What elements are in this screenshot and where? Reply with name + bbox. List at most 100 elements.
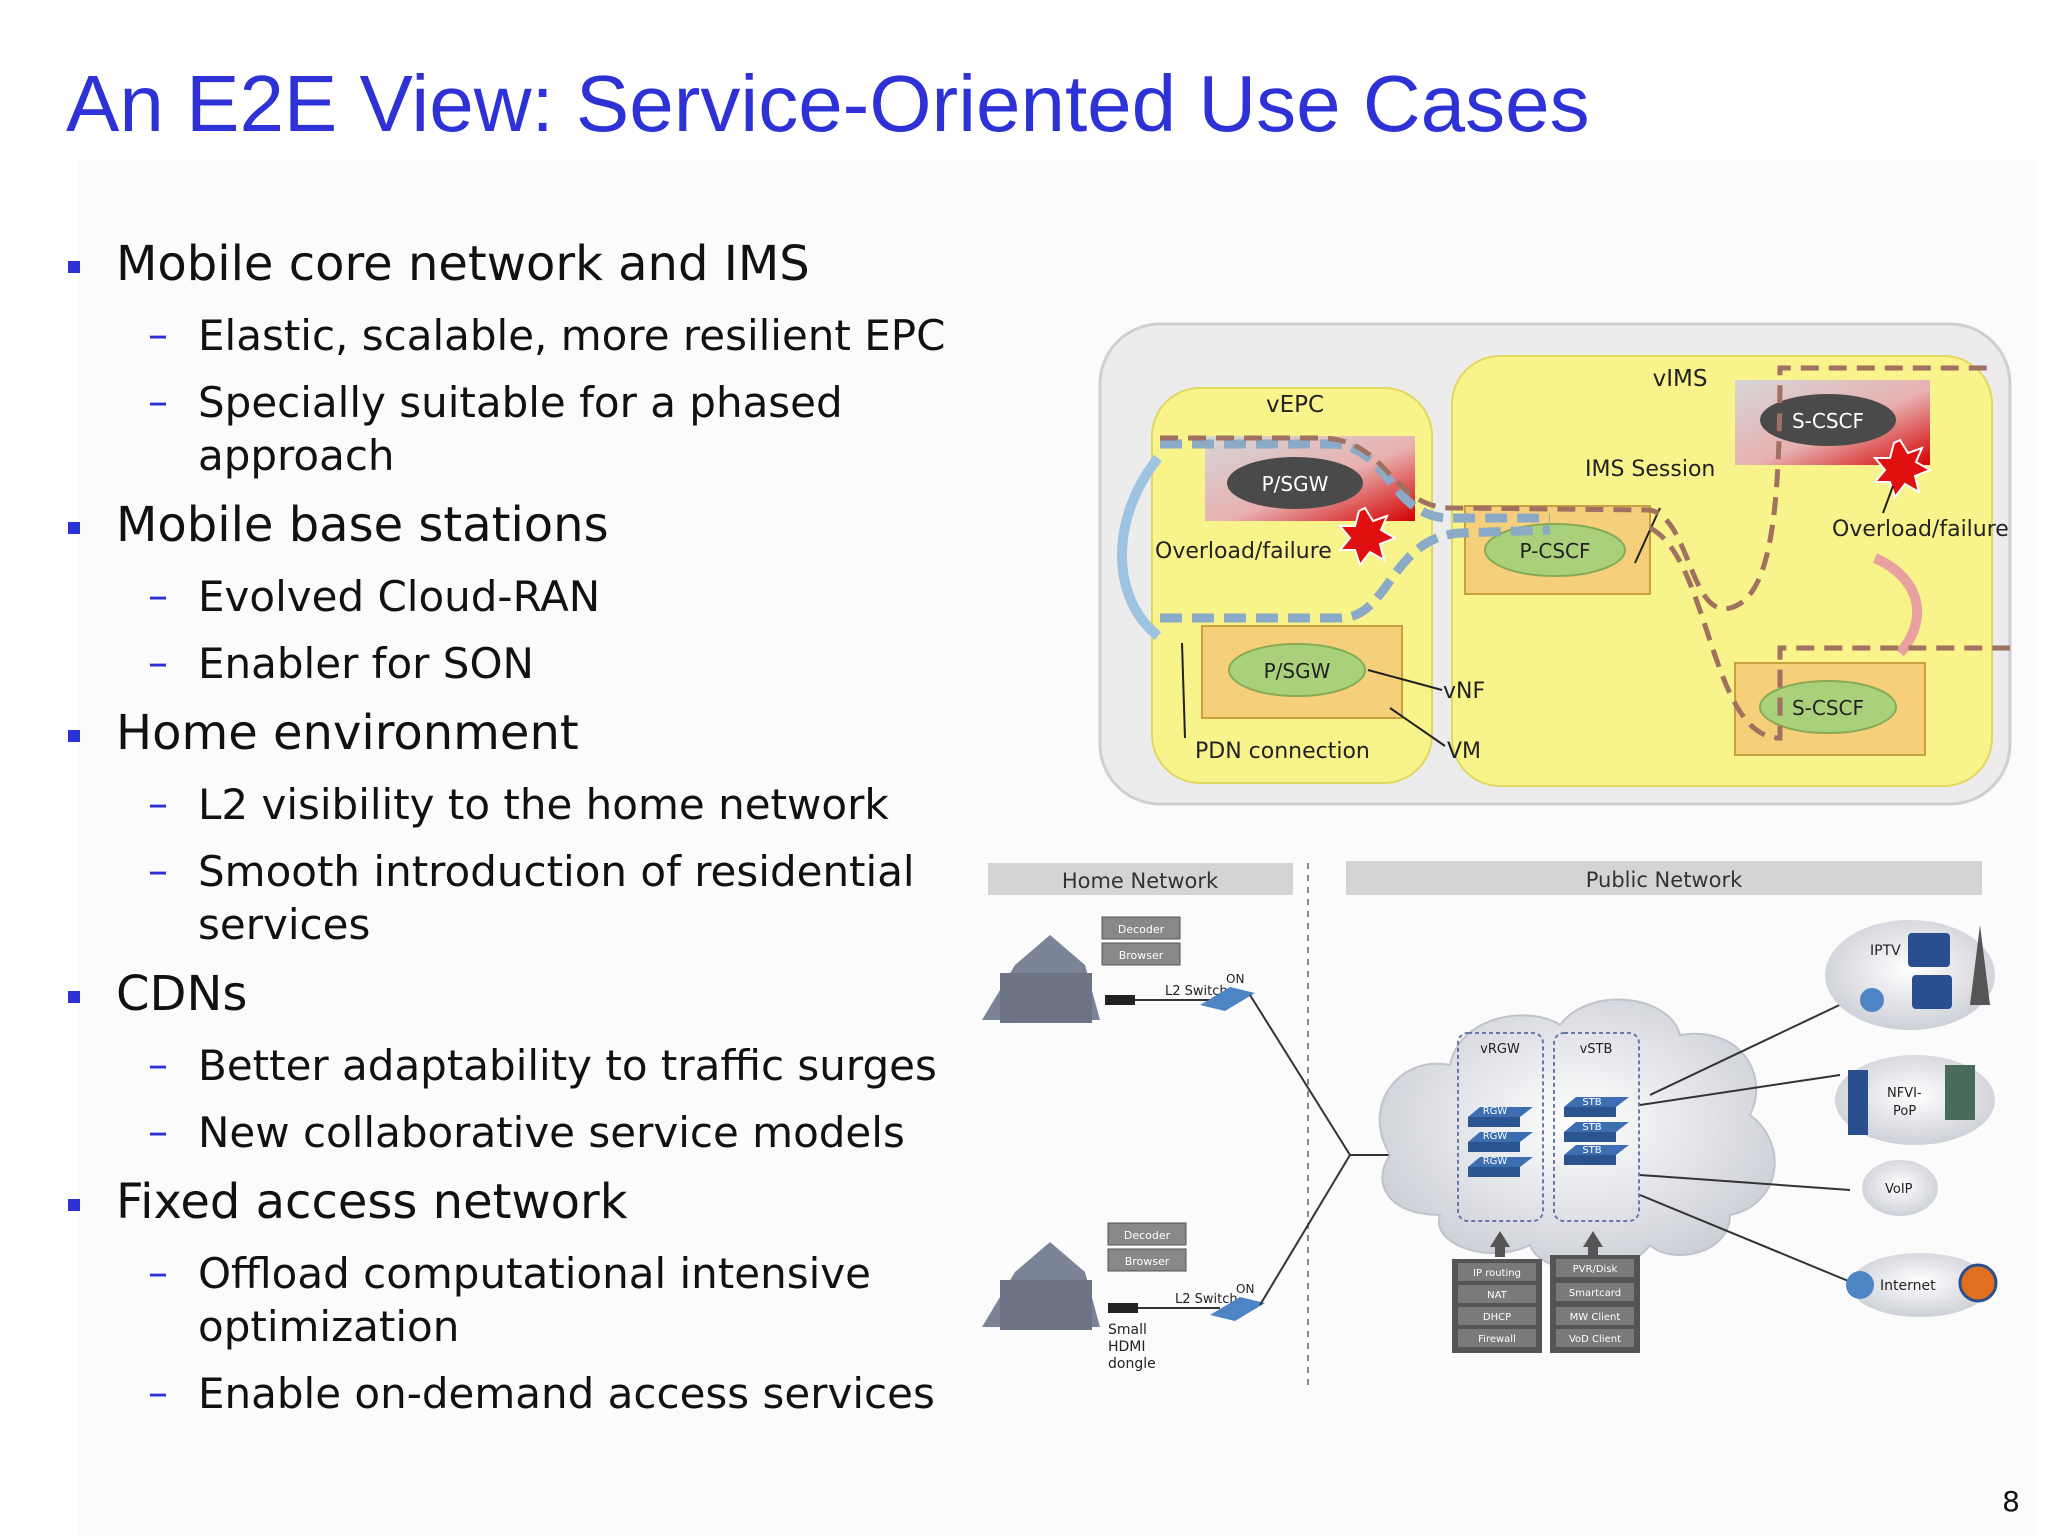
dash-marker-icon: – [148, 573, 168, 619]
bullet-text: Home environment [116, 705, 579, 761]
home-link-top [1249, 994, 1400, 1156]
home-network-label: Home Network [1062, 869, 1219, 893]
bullet-item: Mobile core network and IMS [60, 235, 960, 293]
sub-bullet-item: –Specially suitable for a phased approac… [60, 376, 960, 482]
nfvi-label-1: NFVI- [1887, 1086, 1922, 1101]
overload-left-label: Overload/failure [1155, 539, 1332, 564]
bullet-marker-icon [68, 730, 80, 742]
pdn-connection-label: PDN connection [1195, 739, 1370, 764]
on-bottom-label: ON [1236, 1282, 1254, 1296]
dash-marker-icon: – [148, 1250, 168, 1296]
l2-switch-bottom-label: L2 Switch [1175, 1292, 1238, 1307]
overload-right-label: Overload/failure [1832, 517, 2009, 542]
vstb-label: vSTB [1580, 1042, 1613, 1057]
rgw-func-box [1458, 1307, 1536, 1325]
browser-box-bottom [1107, 1248, 1187, 1272]
rgw-func-label: DHCP [1483, 1312, 1511, 1323]
rgw-label-3: RGW [1483, 1156, 1508, 1167]
sub-bullet-item: –Enable on-demand access services [60, 1367, 960, 1420]
rgw-box-2 [1468, 1142, 1520, 1152]
voip-label: VoIP [1885, 1182, 1913, 1197]
redirect-arrow-left [1117, 454, 1162, 640]
house-body-top [1000, 973, 1092, 1023]
browser-box-top [1101, 942, 1181, 966]
rgw-box-1 [1468, 1117, 1520, 1127]
dash-marker-icon: – [148, 848, 168, 894]
sub-bullet-item: –New collaborative service models [60, 1106, 960, 1159]
dash-marker-icon: – [148, 379, 168, 425]
scscf-bottom-label: S-CSCF [1792, 696, 1864, 720]
vnf-label: vNF [1443, 679, 1485, 704]
sub-bullet-item: –Offload computational intensive optimiz… [60, 1247, 960, 1353]
decoder-box-bottom [1107, 1222, 1187, 1246]
sub-bullet-text: Smooth introduction of residential servi… [198, 847, 915, 949]
nfvi-building-icon [1945, 1065, 1975, 1120]
public-network-label: Public Network [1586, 868, 1743, 892]
l2-switch-top-label: L2 Switch [1165, 984, 1228, 999]
decoder-bottom-label: Decoder [1124, 1229, 1171, 1242]
house-body-bottom [1000, 1280, 1092, 1330]
sub-bullet-item: –Enabler for SON [60, 637, 960, 690]
pdn-arrow [1181, 642, 1186, 739]
stb-func-label: VoD Client [1569, 1334, 1621, 1345]
sub-bullet-item: –Smooth introduction of residential serv… [60, 845, 960, 951]
scscf-top-label: S-CSCF [1792, 409, 1864, 433]
stb-icon-3 [1564, 1145, 1629, 1155]
overload-right-arrow [1882, 485, 1894, 514]
switch-icon-bottom [1210, 1297, 1265, 1321]
ims-path-top [1160, 365, 1990, 612]
dash-marker-icon: – [148, 640, 168, 686]
page-number: 8 [2002, 1485, 2020, 1518]
stb-label-1: STB [1582, 1097, 1601, 1108]
bullet-text: Mobile core network and IMS [116, 236, 810, 292]
psgw-top-label: P/SGW [1262, 472, 1329, 496]
psgw-bottom-node [1228, 643, 1366, 697]
stb-func-label: Smartcard [1569, 1288, 1621, 1299]
dash-marker-icon: – [148, 1370, 168, 1416]
rgw-label-2: RGW [1483, 1131, 1508, 1142]
vrgw-label: vRGW [1480, 1042, 1520, 1057]
rgw-label-1: RGW [1483, 1106, 1508, 1117]
vepc-label: vEPC [1266, 392, 1324, 418]
rgw-func-label: IP routing [1473, 1268, 1521, 1279]
dash-marker-icon: – [148, 1042, 168, 1088]
psgw-top-node [1227, 457, 1363, 509]
bullet-item: Mobile base stations [60, 496, 960, 554]
sub-bullet-item: –Better adaptability to traffic surges [60, 1039, 960, 1092]
stb-icon-2 [1564, 1122, 1629, 1132]
home-link-bottom [1259, 1154, 1351, 1306]
link-voip [1639, 1174, 1851, 1191]
pcscf-node [1484, 523, 1626, 577]
stb-func-box [1556, 1307, 1634, 1325]
internet-router-icon [1846, 1271, 1874, 1299]
bullet-marker-icon [68, 261, 80, 273]
bullet-item: Fixed access network [60, 1173, 960, 1231]
internet-label: Internet [1880, 1278, 1936, 1294]
stb-func-box [1556, 1283, 1634, 1301]
pdn-path-top [1160, 439, 1550, 523]
link-iptv [1649, 999, 1851, 1096]
dash-marker-icon: – [148, 1109, 168, 1155]
bullet-text: Fixed access network [116, 1174, 628, 1230]
up-arrow-stb-icon [1583, 1231, 1603, 1257]
browser-top-label: Browser [1119, 949, 1164, 962]
sub-bullet-item: –Evolved Cloud-RAN [60, 570, 960, 623]
stb-func-label: PVR/Disk [1573, 1264, 1618, 1275]
rgw-icon-2 [1468, 1132, 1533, 1142]
decoder-top-label: Decoder [1118, 923, 1165, 936]
stb-box-1 [1564, 1107, 1616, 1117]
redirect-arrow-right [1872, 553, 1923, 657]
scscf-top-node [1760, 394, 1896, 446]
stb-label-2: STB [1582, 1122, 1601, 1133]
explosion-left-icon [1337, 506, 1398, 568]
nfvi-server-icon [1848, 1070, 1868, 1135]
scscf-bottom-node [1759, 680, 1897, 734]
home-public-network-diagram: Home Network Public Network Decoder Brow… [982, 861, 1998, 1385]
internet-cloud [1850, 1253, 1990, 1317]
psgw-bottom-label: P/SGW [1264, 659, 1331, 683]
nfvi-label-2: PoP [1893, 1104, 1916, 1119]
sub-bullet-text: Enable on-demand access services [198, 1369, 935, 1418]
stb-box-2 [1564, 1132, 1616, 1142]
browser-bottom-label: Browser [1125, 1255, 1170, 1268]
stb-label-3: STB [1582, 1145, 1601, 1156]
